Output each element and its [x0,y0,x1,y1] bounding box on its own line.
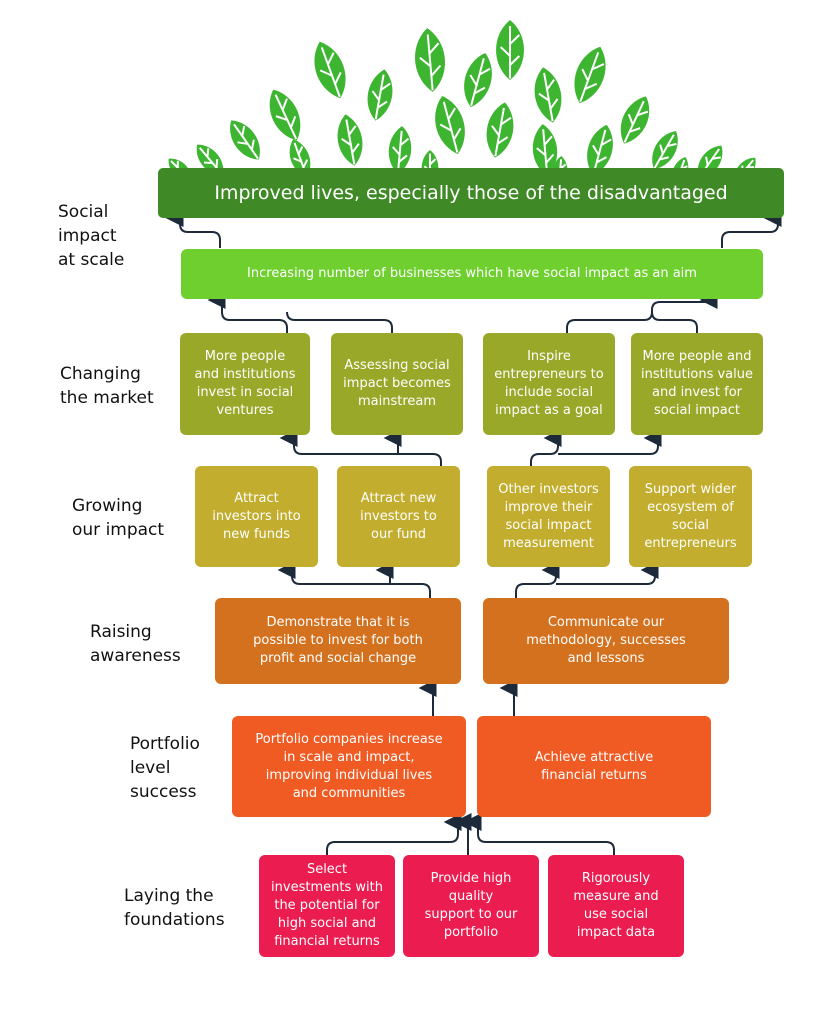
box-market-value-invest: More people and institutions value and i… [631,333,763,435]
box-awareness-communicate: Communicate our methodology, successes a… [483,598,729,684]
box-market-assessing-mainstream: Assessing social impact becomes mainstre… [331,333,463,435]
leaf-icon [587,124,613,176]
leaf-icon [289,139,311,177]
box-foundation-provide-support: Provide high quality support to our port… [403,855,539,957]
leaf-icon [574,46,606,104]
leaf-icon [415,28,445,92]
connector-arrow [556,561,659,585]
leaf-icon [464,52,492,108]
leaf-icon [196,144,224,176]
leaf-icon [532,124,558,176]
leaf-icon [314,41,346,99]
leaf-icon [496,20,524,80]
tree-canopy-icon [168,20,756,188]
box-improved-lives: Improved lives, especially those of the … [158,168,784,218]
level-label-changing-market: Changing the market [60,364,154,408]
leaf-icon [230,120,260,160]
box-growing-attract-new-funds: Attract investors into new funds [195,466,318,567]
box-foundation-select-investments: Select investments with the potential fo… [259,855,395,957]
connector-arrow [326,813,462,855]
leaf-icon [337,114,363,166]
connector-arrow [515,561,560,598]
leaf-icon [534,67,562,123]
connector-arrow [207,291,288,333]
leaf-icon [652,130,678,170]
leaf-icon [486,102,514,158]
connector-arrow [651,291,718,333]
box-foundation-measure-data: Rigorously measure and use social impact… [548,855,684,957]
connector-arrow [463,813,615,855]
connector-arrow [566,311,653,333]
leaf-icon [269,89,301,141]
box-growing-support-ecosystem: Support wider ecosystem of social entrep… [629,466,752,567]
box-growing-attract-our-fund: Attract new investors to our fund [337,466,460,567]
box-portfolio-financial-returns: Achieve attractive financial returns [477,716,711,817]
leaf-icon [620,96,650,144]
level-label-growing-impact: Growing our impact [72,496,165,540]
box-market-inspire-entrepreneurs: Inspire entrepreneurs to include social … [483,333,615,435]
level-label-social-impact: Social impact at scale [58,202,125,270]
connector-arrow [277,561,431,598]
leaf-icon [367,69,393,121]
level-label-portfolio-success: Portfolio level success [130,734,200,802]
connector-arrow [558,429,662,455]
level-label-foundations: Laying the foundations [124,886,225,930]
box-growing-other-investors: Other investors improve their social imp… [487,466,610,567]
leaf-icon [388,126,412,174]
box-portfolio-companies-increase: Portfolio companies increase in scale an… [232,716,466,817]
connector-arrow [165,209,221,248]
level-label-raising-awareness: Raising awareness [90,622,181,666]
box-increasing-businesses: Increasing number of businesses which ha… [181,249,763,299]
connector-arrow [286,311,393,333]
connector-arrow [530,429,562,466]
box-awareness-demonstrate: Demonstrate that it is possible to inves… [215,598,461,684]
box-market-invest-social-ventures: More people and institutions invest in s… [180,333,310,435]
connector-arrow [279,429,442,466]
connector-arrow [721,209,782,248]
leaf-icon [435,96,465,154]
